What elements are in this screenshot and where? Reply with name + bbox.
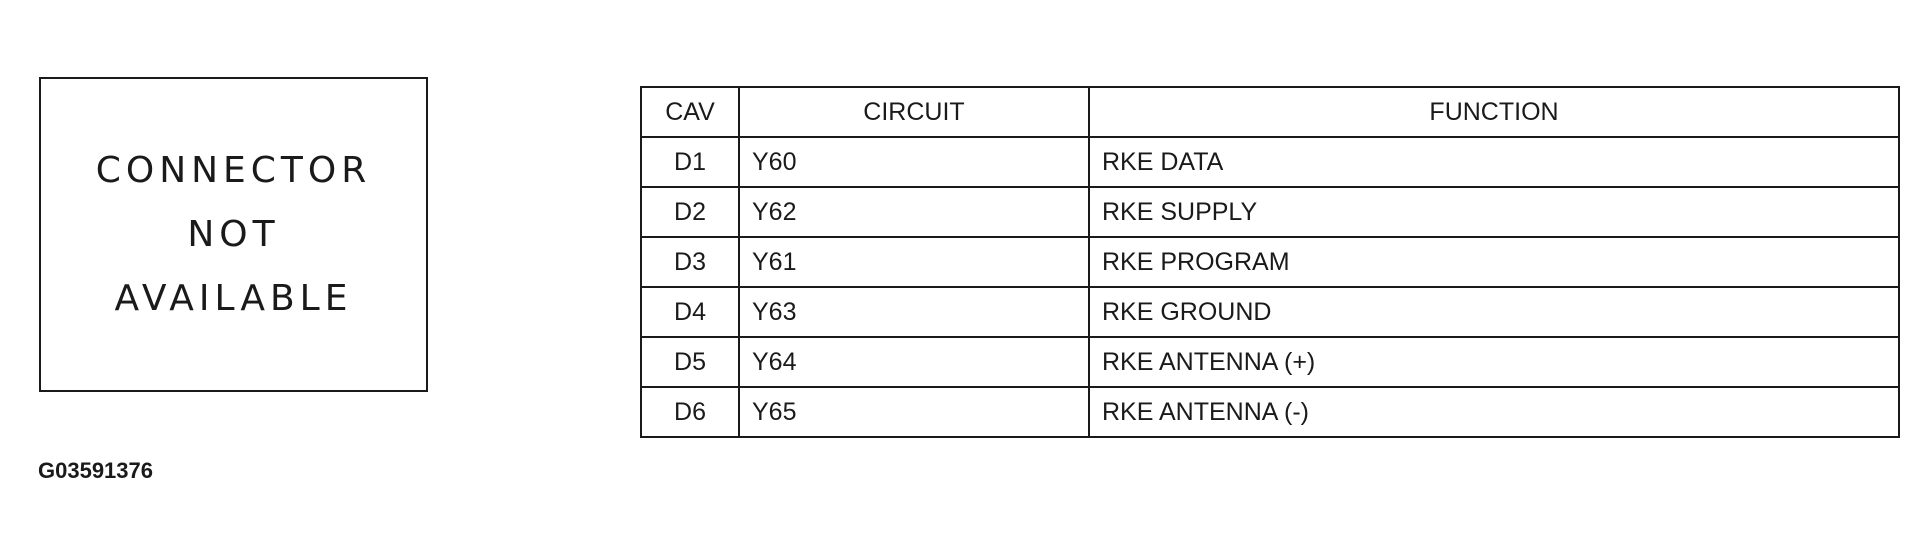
cell-function: RKE PROGRAM (1088, 236, 1900, 288)
cell-circuit: Y61 (738, 236, 1090, 288)
cell-circuit: Y65 (738, 386, 1090, 438)
connector-text-line-1: CONNECTOR (95, 149, 372, 191)
table-row: D3 Y61 RKE PROGRAM (640, 236, 1900, 288)
connector-text-line-2: NOT (187, 213, 280, 255)
table-row: D6 Y65 RKE ANTENNA (-) (640, 386, 1900, 438)
cell-cav: D3 (640, 236, 740, 288)
figure-id: G03591376 (38, 458, 153, 483)
cell-circuit: Y60 (738, 136, 1090, 188)
header-circuit: CIRCUIT (738, 86, 1090, 138)
table-row: D1 Y60 RKE DATA (640, 136, 1900, 188)
cell-cav: D1 (640, 136, 740, 188)
header-cav: CAV (640, 86, 740, 138)
cell-cav: D2 (640, 186, 740, 238)
connector-pinout-table: CAV CIRCUIT FUNCTION D1 Y60 RKE DATA D2 … (640, 86, 1900, 438)
connector-text-line-3: AVAILABLE (114, 277, 353, 319)
cell-cav: D6 (640, 386, 740, 438)
cell-circuit: Y64 (738, 336, 1090, 388)
cell-function: RKE SUPPLY (1088, 186, 1900, 238)
header-function: FUNCTION (1088, 86, 1900, 138)
cell-function: RKE GROUND (1088, 286, 1900, 338)
table-row: D2 Y62 RKE SUPPLY (640, 186, 1900, 238)
cell-function: RKE DATA (1088, 136, 1900, 188)
cell-cav: D4 (640, 286, 740, 338)
cell-function: RKE ANTENNA (-) (1088, 386, 1900, 438)
cell-circuit: Y63 (738, 286, 1090, 338)
connector-not-available-box: CONNECTOR NOT AVAILABLE (39, 77, 428, 392)
cell-cav: D5 (640, 336, 740, 388)
table-row: D5 Y64 RKE ANTENNA (+) (640, 336, 1900, 388)
cell-function: RKE ANTENNA (+) (1088, 336, 1900, 388)
table-header-row: CAV CIRCUIT FUNCTION (640, 86, 1900, 138)
table-row: D4 Y63 RKE GROUND (640, 286, 1900, 338)
cell-circuit: Y62 (738, 186, 1090, 238)
